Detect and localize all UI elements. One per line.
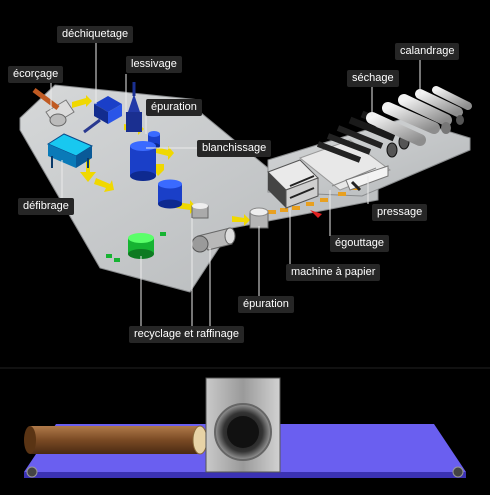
label-epuration-bottom[interactable]: épuration	[238, 296, 294, 313]
leader-lines	[50, 40, 421, 333]
refiner-unit	[191, 203, 236, 253]
bleaching-tank	[130, 141, 156, 181]
storage-tank-blue	[158, 179, 182, 209]
chipper-machine	[83, 96, 122, 134]
label-egouttage[interactable]: égouttage	[330, 235, 389, 252]
calender-rolls	[366, 86, 472, 146]
label-lessivage[interactable]: lessivage	[126, 56, 182, 73]
debarking-drum	[32, 88, 75, 127]
label-recyclage-raffinage[interactable]: recyclage et raffinage	[129, 326, 244, 343]
label-dechiquetage[interactable]: déchiquetage	[57, 26, 134, 43]
label-blanchissage[interactable]: blanchissage	[197, 140, 272, 157]
label-pressage[interactable]: pressage	[372, 204, 428, 221]
label-epuration-top[interactable]: épuration	[146, 99, 202, 116]
defibering-vat	[46, 133, 94, 168]
screening-tank-bottom	[249, 207, 269, 229]
label-calandrage[interactable]: calandrage	[395, 43, 460, 60]
label-defibrage[interactable]: défibrage	[18, 198, 74, 215]
label-sechage[interactable]: séchage	[347, 70, 399, 87]
debarker-machine	[205, 377, 281, 473]
label-ecorcage[interactable]: écorçage	[8, 66, 64, 83]
recycling-tank	[106, 232, 166, 262]
digester-tower	[126, 82, 142, 132]
label-machine-a-papier[interactable]: machine à papier	[286, 264, 381, 281]
log	[24, 425, 208, 455]
